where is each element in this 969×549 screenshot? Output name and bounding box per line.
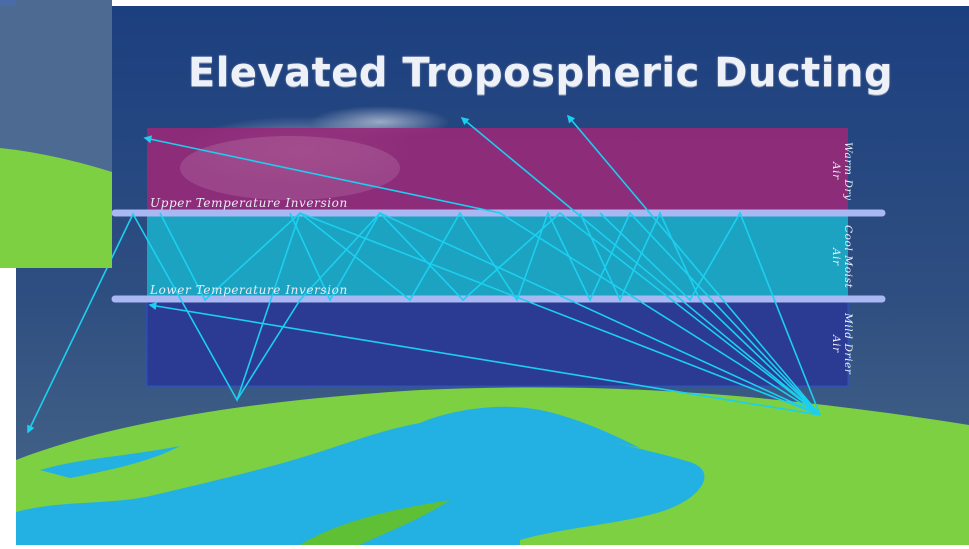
layer-warm-dry-air — [147, 128, 848, 214]
ducted-ray-long — [27, 210, 821, 434]
label-mild-drier-air: Mild Drier Air — [830, 313, 854, 375]
lower-inversion-label: Lower Temperature Inversion — [150, 283, 348, 297]
ducted-ray-left — [159, 212, 821, 416]
label-cool-moist-air: Cool Moist Air — [830, 225, 854, 289]
signal-rays — [27, 114, 821, 434]
ducted-ray-zigzag — [236, 211, 821, 416]
inset-corner — [0, 0, 16, 6]
escaping-ray-1 — [460, 116, 821, 416]
label-warm-dry-air: Warm Dry Air — [830, 141, 854, 201]
escaping-ray-2 — [566, 114, 821, 416]
layer-mild-drier-air — [146, 299, 849, 387]
ducted-ray-mid — [599, 211, 821, 416]
water-river — [16, 418, 705, 545]
ducted-ray-short — [579, 211, 821, 416]
upper-inversion-label: Upper Temperature Inversion — [150, 196, 348, 210]
water-bay — [420, 406, 640, 448]
reflected-ray-high — [143, 135, 821, 416]
land-island — [300, 500, 450, 545]
water-inlet — [40, 446, 180, 478]
page-title: Elevated Tropospheric Ducting — [187, 50, 894, 96]
ducted-ray-center — [289, 211, 821, 416]
inset-hill — [0, 148, 112, 268]
reflected-ray-low — [148, 302, 821, 416]
